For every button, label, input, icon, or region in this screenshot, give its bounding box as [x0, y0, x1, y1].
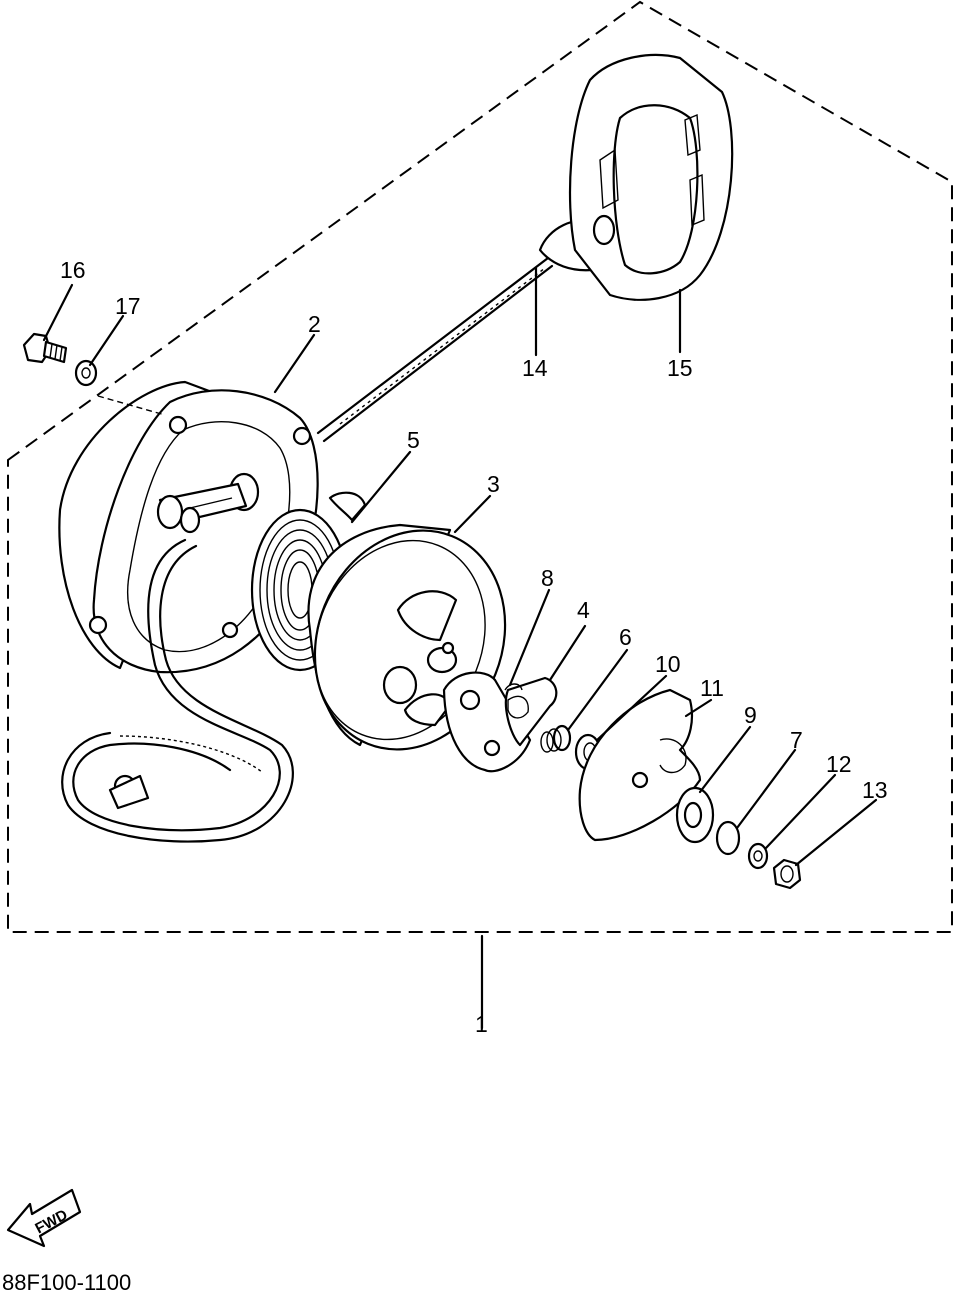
- callout-labels: 1 2 3 4 5 6 7 8 9 10 11 12 13 14 15 16 1…: [60, 257, 888, 1037]
- callout-15: 15: [667, 355, 693, 381]
- callout-13: 13: [862, 777, 888, 803]
- callout-12: 12: [826, 751, 852, 777]
- bolt-16: [22, 332, 68, 364]
- starter-handle: [538, 53, 734, 301]
- callout-10: 10: [655, 651, 681, 677]
- callout-9: 9: [744, 702, 757, 728]
- callout-14: 14: [522, 355, 548, 381]
- nut-13: [772, 858, 802, 890]
- assembly-boundary: [7, 0, 953, 933]
- callout-8: 8: [541, 565, 554, 591]
- washer-7: [715, 820, 741, 856]
- callout-11: 11: [700, 675, 724, 701]
- washer-17: [74, 359, 98, 387]
- drawing-code: 88F100-1100: [2, 1270, 131, 1295]
- callout-6: 6: [619, 624, 632, 650]
- starter-rope: [61, 256, 554, 843]
- washer-9: [675, 786, 715, 844]
- callout-3: 3: [487, 471, 500, 497]
- fwd-arrow-icon: FWD: [6, 1188, 82, 1248]
- callout-4: 4: [577, 597, 590, 623]
- callout-7: 7: [790, 727, 803, 753]
- callout-17: 17: [115, 293, 141, 319]
- callout-1: 1: [475, 1011, 488, 1037]
- callout-16: 16: [60, 257, 86, 283]
- callout-2: 2: [308, 311, 321, 337]
- spring-6: [540, 724, 572, 753]
- callout-5: 5: [407, 427, 420, 453]
- drive-pawl: [442, 671, 558, 773]
- leader-lines: [42, 266, 878, 867]
- washer-12: [747, 842, 769, 870]
